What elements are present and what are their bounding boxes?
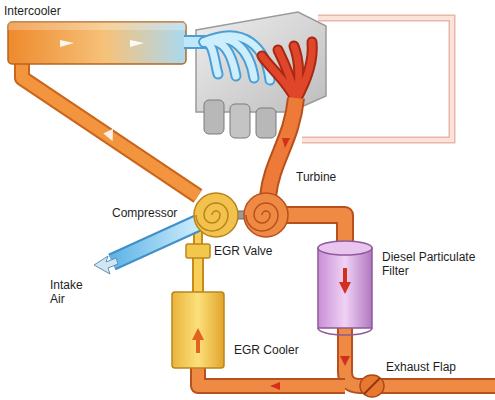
part-label: EGR Valve bbox=[214, 244, 272, 258]
part-label: Turbine bbox=[296, 170, 336, 184]
flow-arrow bbox=[343, 268, 347, 283]
flow-arrow bbox=[60, 40, 74, 47]
piston bbox=[204, 100, 224, 134]
turbine-scroll bbox=[246, 203, 278, 231]
egr-cooler bbox=[172, 292, 224, 368]
flow-arrow bbox=[339, 282, 351, 294]
part-label: Intake Air bbox=[50, 278, 96, 306]
charge-pipe bbox=[22, 60, 198, 196]
part-label: Exhaust Flap bbox=[386, 360, 456, 374]
part-label: EGR Cooler bbox=[234, 343, 299, 357]
exhaust-pipe bbox=[268, 98, 296, 196]
flow-arrow bbox=[340, 356, 350, 366]
part-label: Diesel Particulate Filter bbox=[382, 250, 486, 278]
egr-pipe bbox=[198, 366, 345, 386]
turbine-housing bbox=[244, 193, 288, 237]
flap-plate bbox=[364, 378, 380, 394]
intercooler-core bbox=[8, 22, 186, 64]
compressor-housing bbox=[194, 193, 238, 237]
egr-valve bbox=[186, 244, 210, 258]
flow-arrow bbox=[102, 126, 118, 142]
filter-top bbox=[318, 241, 372, 255]
flow-arrow bbox=[282, 138, 290, 148]
part-label: Intercooler bbox=[4, 4, 61, 18]
exhaust-manifold bbox=[262, 42, 312, 100]
engine-block bbox=[196, 12, 326, 112]
egr-pipe bbox=[192, 256, 204, 292]
flow-arrow bbox=[192, 328, 204, 340]
air-inlet bbox=[112, 222, 200, 262]
compressor-scroll bbox=[196, 203, 228, 231]
piston bbox=[256, 108, 276, 138]
particulate-filter bbox=[318, 248, 372, 328]
exhaust-flap bbox=[360, 375, 384, 397]
part-label: Compressor bbox=[112, 206, 177, 220]
intercooler-shine bbox=[8, 22, 186, 30]
egr-pipe bbox=[198, 366, 345, 386]
flow-arrow bbox=[196, 339, 200, 353]
intake-arrow bbox=[94, 256, 118, 274]
piston bbox=[230, 104, 250, 138]
flow-arrow bbox=[130, 40, 144, 47]
flow-arrow bbox=[270, 382, 280, 390]
air-inlet bbox=[112, 222, 200, 262]
egr-pipe bbox=[194, 256, 202, 292]
exhaust-pipe bbox=[268, 98, 296, 196]
filter-bottom bbox=[318, 328, 372, 335]
charge-pipe bbox=[22, 60, 198, 196]
